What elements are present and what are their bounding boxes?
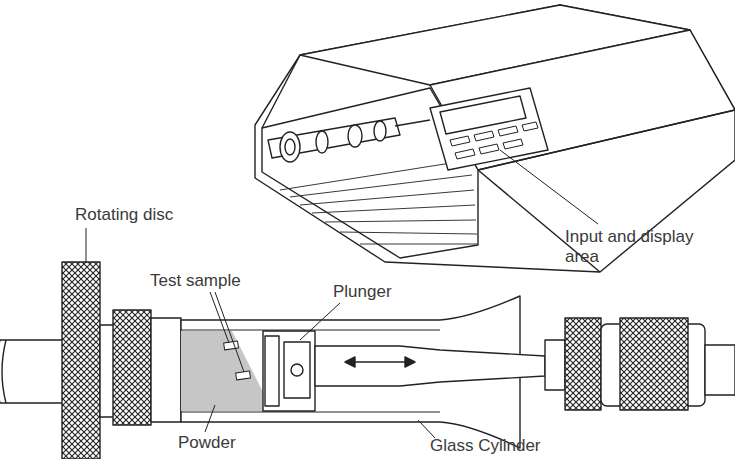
right-shaft [705, 345, 735, 395]
plunger-rod [315, 346, 545, 386]
powder-fill [181, 331, 263, 411]
left-shaft [0, 340, 64, 403]
mini-apparatus [268, 118, 430, 162]
leader-lines [86, 150, 598, 438]
part-label: Test sample [150, 271, 270, 291]
cavity-edge [262, 55, 300, 128]
motion-arrow [345, 357, 415, 367]
left-shaft-end [2, 340, 6, 403]
plunger-pin [291, 364, 303, 376]
test-sample-shape [236, 371, 251, 380]
part-label: Input and display area [565, 227, 730, 267]
part-label: Plunger [333, 282, 423, 302]
keypad-buttons [450, 122, 538, 159]
display-frame [430, 88, 548, 170]
right-coupling [545, 340, 565, 390]
right-knurl [620, 318, 688, 410]
right-knurl [565, 318, 601, 410]
part-label: Powder [178, 433, 268, 453]
part-label: Rotating disc [75, 205, 205, 225]
plunger-block [284, 342, 310, 398]
collar [100, 325, 114, 417]
display-face [430, 30, 735, 170]
cylinder-collar [151, 318, 181, 422]
test-sample-shape [224, 341, 239, 350]
knurled-ring [113, 310, 151, 425]
part-label: Glass Cylinder [430, 436, 580, 456]
cavity-floor [280, 160, 477, 244]
plunger-face [265, 336, 279, 406]
machine-body [255, 5, 735, 272]
rotating-disc-shape [62, 262, 100, 459]
plunger-shape [263, 331, 315, 411]
